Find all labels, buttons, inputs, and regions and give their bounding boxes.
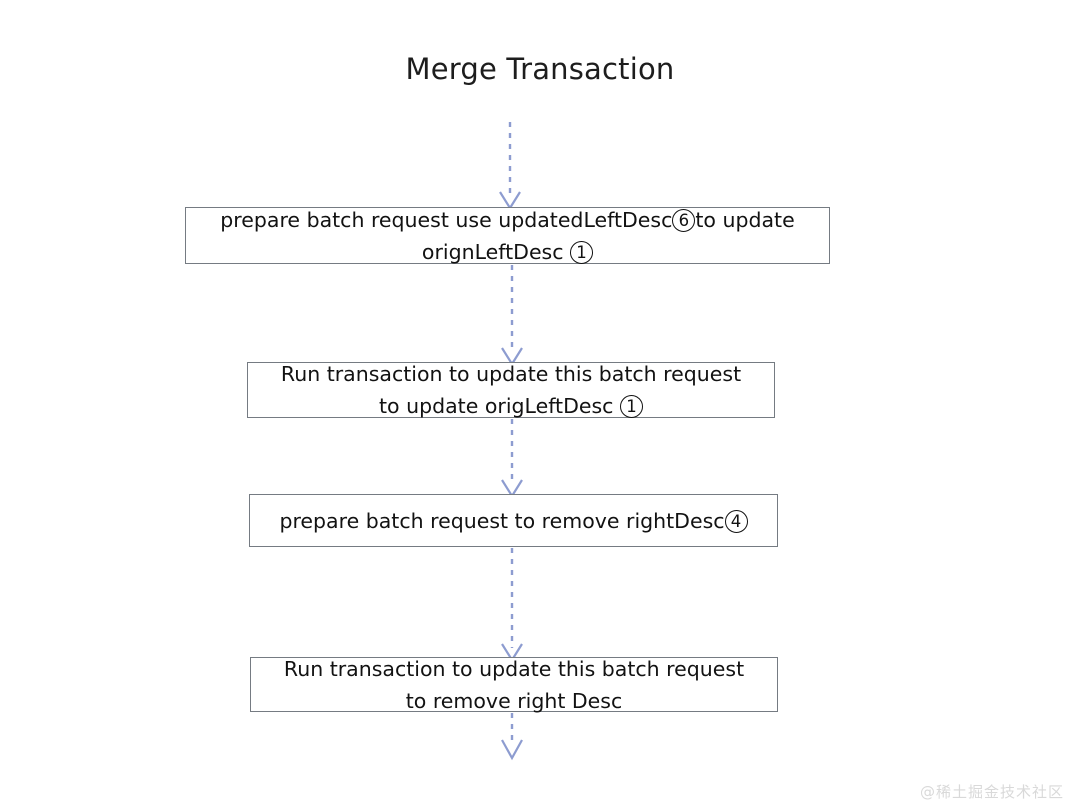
flow-node-1-line-1-post: to update xyxy=(695,207,795,232)
flow-node-4-line-1: Run transaction to update this batch req… xyxy=(283,656,745,681)
flow-node-3-line-1-pre: prepare batch request to remove rightDes… xyxy=(279,508,725,533)
flow-node-4-text: Run transaction to update this batch req… xyxy=(278,653,750,717)
flow-node-1-line-2-pre: orignLeftDesc xyxy=(421,239,564,264)
flow-node-4-line-2: to remove right Desc xyxy=(405,688,623,713)
flow-node-1-line-1: prepare batch request use updatedLeftDes… xyxy=(220,204,795,236)
flow-node-1-line-2: orignLeftDesc 1 xyxy=(220,236,794,268)
flow-node-4[interactable]: Run transaction to update this batch req… xyxy=(250,657,778,713)
page-title: Merge Transaction xyxy=(405,52,675,86)
flow-node-2-line-2-pre: to update origLeftDesc xyxy=(379,394,614,418)
circled-number-badge: 1 xyxy=(570,240,594,264)
flow-node-2[interactable]: Run transaction to update this batch req… xyxy=(247,362,775,418)
circled-number-badge: 6 xyxy=(672,208,696,232)
flow-node-1-text: prepare batch request use updatedLeftDes… xyxy=(214,204,800,268)
flow-node-3-text: prepare batch request to remove rightDes… xyxy=(273,505,753,537)
watermark: @稀土掘金技术社区 xyxy=(919,783,1064,801)
flow-node-2-line-1: Run transaction to update this batch req… xyxy=(280,362,742,386)
edge-exit-arrowhead xyxy=(501,739,523,761)
flow-node-1-line-1-pre: prepare batch request use updatedLeftDes… xyxy=(220,207,673,232)
circled-number-badge: 1 xyxy=(619,395,643,418)
flow-node-1[interactable]: prepare batch request use updatedLeftDes… xyxy=(185,207,830,264)
flow-node-3-line-1: prepare batch request to remove rightDes… xyxy=(279,505,748,537)
flow-node-2-text: Run transaction to update this batch req… xyxy=(275,358,747,422)
flow-node-3[interactable]: prepare batch request to remove rightDes… xyxy=(249,494,778,547)
flow-node-2-line-2: to update origLeftDesc 1 xyxy=(281,390,741,422)
circled-number-badge: 4 xyxy=(724,509,748,533)
